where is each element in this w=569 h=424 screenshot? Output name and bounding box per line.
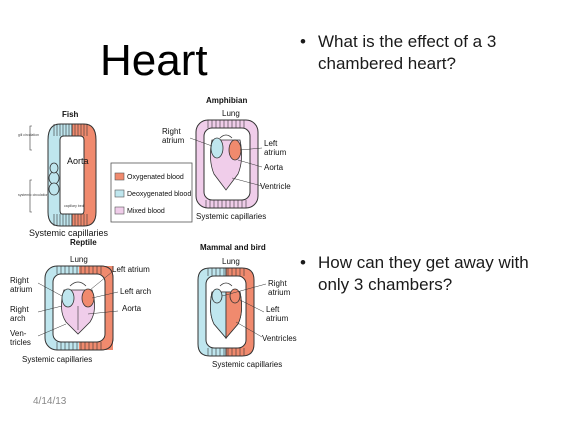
mammal-left-atrium-2: atrium — [266, 314, 289, 323]
amphibian-heading: Amphibian — [206, 96, 247, 105]
legend-oxygenated: Oxygenated blood — [127, 174, 184, 181]
legend-deoxygenated: Deoxygenated blood — [127, 191, 191, 198]
amphibian-aorta-label: Aorta — [264, 163, 284, 172]
blood-legend: Oxygenated blood Deoxygenated blood Mixe… — [111, 163, 192, 222]
reptile-right-arch-2: arch — [10, 314, 26, 323]
fish-brackets — [30, 126, 32, 212]
fish-heading: Fish — [62, 110, 79, 119]
reptile-right-atrium-2: atrium — [10, 285, 33, 294]
legend-mixed: Mixed blood — [127, 208, 165, 215]
amphibian-right-atrium-2: atrium — [162, 136, 185, 145]
reptile-lung-label: Lung — [70, 255, 88, 264]
reptile-aorta-label: Aorta — [122, 304, 142, 313]
amphibian-right-atrium-1: Right — [162, 127, 181, 136]
mammal-heading: Mammal and bird — [200, 243, 266, 252]
fish-capillaries-label: Systemic capillaries — [29, 228, 109, 238]
reptile-capillaries-label: Systemic capillaries — [22, 355, 92, 364]
fish-diagram: Fish — [18, 110, 109, 238]
fish-aorta-label: Aorta — [67, 156, 89, 166]
legend-swatch-deoxygenated — [115, 190, 124, 197]
reptile-heading: Reptile — [70, 238, 97, 247]
reptile-ventricles-2: tricles — [10, 338, 31, 347]
amphibian-lung-label: Lung — [222, 109, 240, 118]
mammal-ventricles-label: Ventricles — [262, 334, 297, 343]
mammal-capillaries-label: Systemic capillaries — [212, 360, 282, 369]
mammal-right-atrium-1: Right — [268, 279, 287, 288]
reptile-ventricles-1: Ven- — [10, 329, 27, 338]
reptile-left-arch-label: Left arch — [120, 287, 151, 296]
amphibian-left-atrium-1: Left — [264, 139, 278, 148]
legend-swatch-oxygenated — [115, 173, 124, 180]
amphibian-capillaries-label: Systemic capillaries — [196, 212, 266, 221]
fish-oxy-vessel — [72, 124, 96, 226]
mammal-lung-label: Lung — [222, 257, 240, 266]
reptile-right-atrium-1: Right — [10, 276, 29, 285]
mammal-left-atrium-1: Left — [266, 305, 280, 314]
fish-systemic-label: systemic circulation — [18, 193, 48, 197]
legend-swatch-mixed — [115, 207, 124, 214]
mammal-right-atrium-2: atrium — [268, 288, 291, 297]
fish-heart — [49, 163, 59, 195]
amphibian-left-atrium-2: atrium — [264, 148, 287, 157]
mammal-diagram: Mammal and bird Lung — [198, 243, 297, 369]
reptile-right-arch-1: Right — [10, 305, 29, 314]
amphibian-ventricle-label: Ventricle — [260, 182, 291, 191]
fish-inner-caption: capillary bed — [64, 204, 84, 208]
reptile-diagram: Reptile Lung — [10, 238, 151, 364]
reptile-left-atrium-label: Left atrium — [112, 265, 150, 274]
fish-gill-label: gill circulation — [18, 133, 39, 137]
